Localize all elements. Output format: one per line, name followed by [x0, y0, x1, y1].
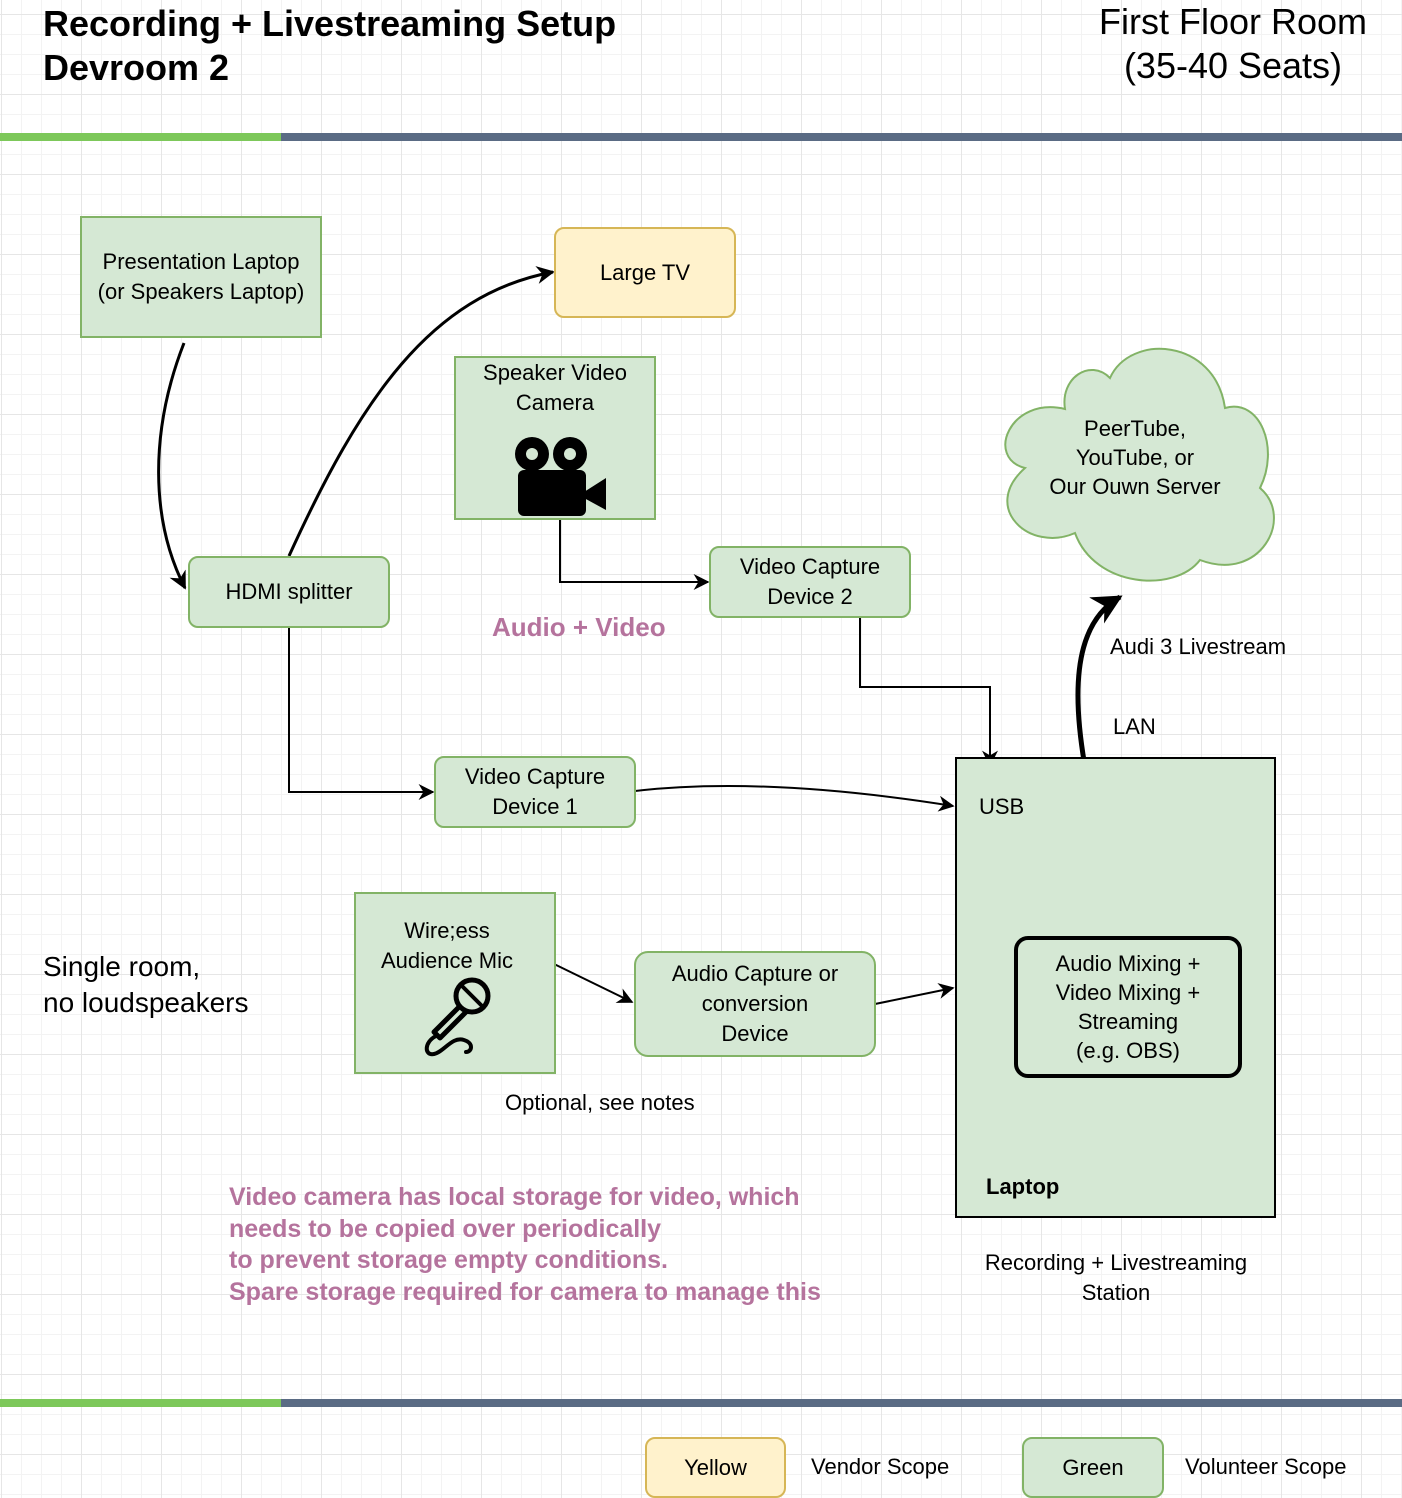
peertube-cloud-label: PeerTube, YouTube, or Our Ouwn Server	[1049, 415, 1221, 499]
optional-note: Optional, see notes	[505, 1090, 695, 1115]
page-title: Recording + Livestreaming Setup Devroom …	[43, 3, 617, 88]
speaker-camera-label: Speaker Video Camera	[483, 360, 627, 415]
lan-label: LAN	[1113, 714, 1156, 739]
large-tv-node: Large TV	[554, 227, 736, 318]
footer-bar-green	[0, 1399, 281, 1407]
obs-node: Audio Mixing + Video Mixing + Streaming …	[1014, 936, 1242, 1078]
station-label: Recording + Livestreaming Station	[984, 1250, 1248, 1305]
cloud-shape	[1004, 347, 1275, 582]
laptop-label: Laptop	[986, 1174, 1060, 1199]
single-room-note: Single room, no loudspeakers	[43, 951, 249, 1018]
presentation-laptop-node: Presentation Laptop (or Speakers Laptop)	[80, 216, 322, 338]
legend-volunteer-scope: Volunteer Scope	[1185, 1454, 1347, 1479]
capture-device-2-node: Video Capture Device 2	[709, 546, 911, 618]
wire-audio-capture-to-laptop	[874, 983, 955, 1005]
audi-livestream-label: Audi 3 Livestream	[1110, 634, 1287, 659]
microphone-icon	[424, 977, 491, 1057]
capture-device-1-node: Video Capture Device 1	[434, 756, 636, 828]
audio-video-label: Audio + Video	[492, 612, 666, 642]
wireless-mic-label: Wire;ess Audience Mic	[380, 918, 514, 973]
room-title: First Floor Room (35-40 Seats)	[1098, 1, 1368, 86]
wire-splitter-to-capture1	[288, 627, 435, 800]
wire-capture2-to-usb	[859, 617, 998, 767]
legend-vendor-scope: Vendor Scope	[811, 1454, 950, 1479]
legend-green-swatch: Green	[1022, 1437, 1164, 1498]
header-bar-slate	[281, 133, 1402, 141]
usb-label: USB	[979, 794, 1025, 819]
wire-laptop-to-splitter	[157, 342, 187, 590]
wire-mic-to-audio-capture	[551, 962, 634, 1003]
header-bar-green	[0, 133, 281, 141]
speaker-camera-node: Speaker Video Camera	[454, 356, 656, 520]
camera-storage-note: Video camera has local storage for video…	[229, 1183, 821, 1306]
footer-bar-slate	[281, 1399, 1402, 1407]
wireless-mic-node: Wire;ess Audience Mic	[354, 892, 556, 1074]
video-camera-icon	[515, 437, 606, 516]
audio-capture-node: Audio Capture or conversion Device	[634, 951, 876, 1057]
wire-capture1-to-laptop	[634, 785, 955, 812]
wire-camera-to-capture2	[559, 519, 710, 590]
legend-yellow-swatch: Yellow	[645, 1437, 786, 1498]
hdmi-splitter-node: HDMI splitter	[188, 556, 390, 628]
